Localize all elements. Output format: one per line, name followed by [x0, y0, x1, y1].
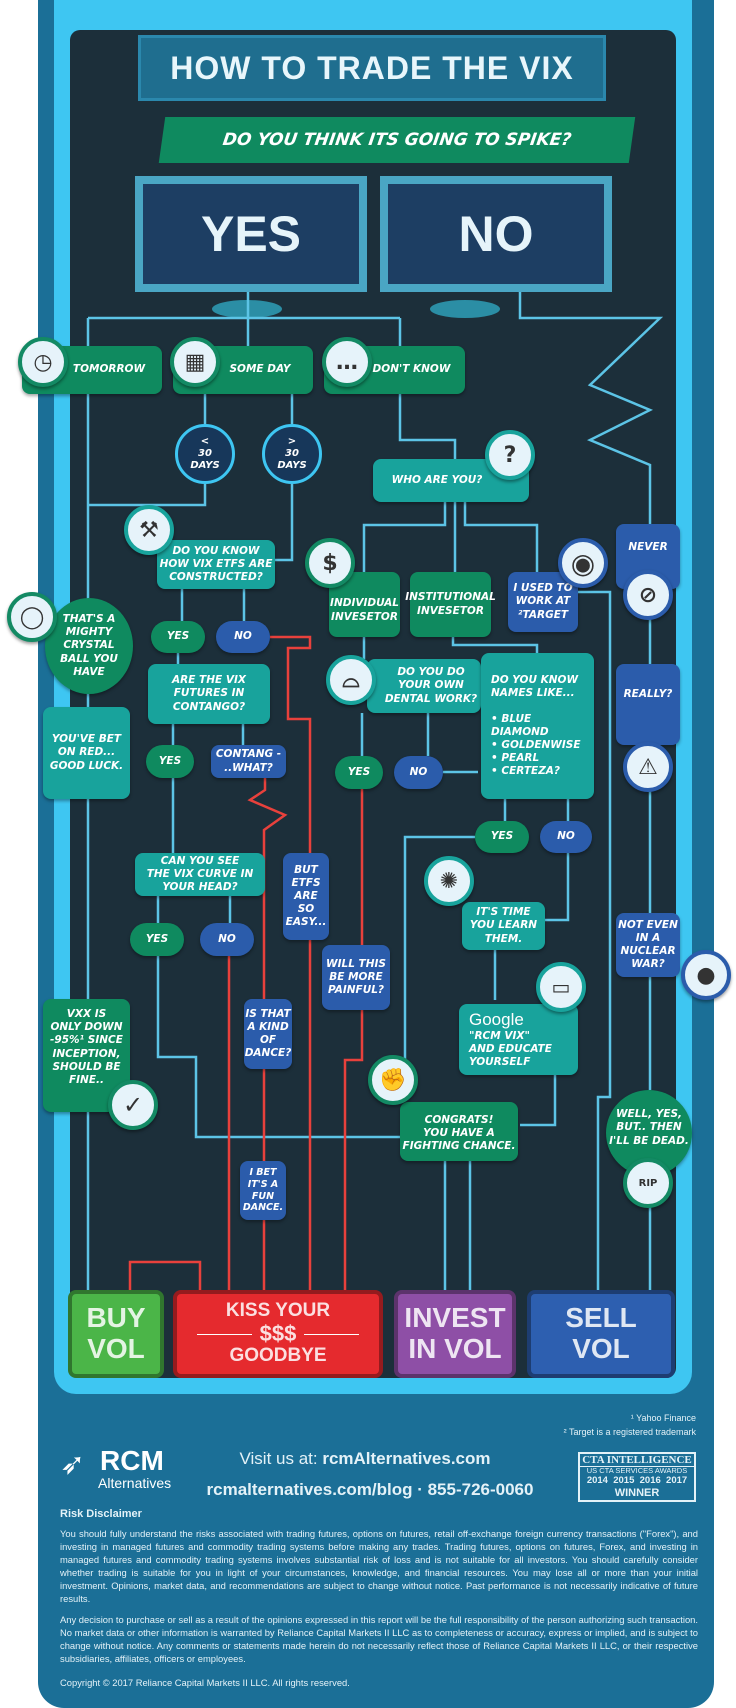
node-fun-dance[interactable]: I BET IT'S A FUN DANCE. [240, 1161, 286, 1220]
outcome-buy-vol[interactable]: BUY VOL [68, 1290, 164, 1378]
footnote-target: ² Target is a registered trademark [563, 1426, 696, 1437]
node-crystal-ball[interactable]: THAT'S A MIGHTY CRYSTAL BALL YOU HAVE [45, 598, 133, 694]
page-title: HOW TO TRADE THE VIX [138, 35, 606, 101]
award-years: 2014 2015 2016 2017 [586, 1474, 688, 1486]
lightbulb-icon: ✺ [424, 856, 474, 906]
dollar-icon: $ [305, 538, 355, 588]
names-no[interactable]: NO [540, 821, 592, 853]
logo-mark-icon: ➶ [60, 1448, 86, 1481]
node-bet-on-red[interactable]: YOU'VE BET ON RED... GOOD LUCK. [43, 707, 130, 799]
node-never[interactable]: NEVER [616, 524, 680, 589]
node-vxx[interactable]: VXX IS ONLY DOWN -95%¹ SINCE INCEPTION, … [43, 999, 130, 1112]
node-congrats[interactable]: CONGRATS! YOU HAVE A FIGHTING CHANCE. [400, 1102, 518, 1161]
names-yes[interactable]: YES [475, 821, 529, 853]
tombstone-icon: RIP [623, 1158, 673, 1208]
node-etfs-easy[interactable]: BUT ETFS ARE SO EASY... [283, 853, 329, 940]
laptop-icon: ▭ [536, 962, 586, 1012]
kiss-line2: $$$ [196, 1320, 360, 1346]
answer-no-monitor[interactable]: NO [380, 176, 612, 292]
dental-yes[interactable]: YES [335, 756, 383, 789]
node-who-are-you[interactable]: WHO ARE YOU? [373, 459, 529, 502]
contango-yes[interactable]: YES [146, 745, 194, 778]
node-more-painful[interactable]: WILL THIS BE MORE PAINFUL? [322, 945, 390, 1010]
boxing-glove-icon: ✊ [368, 1055, 418, 1105]
bomb-icon: ● [681, 950, 731, 1000]
kiss-line3: GOODBYE [229, 1345, 327, 1367]
dental-no[interactable]: NO [394, 756, 443, 789]
copyright: Copyright © 2017 Reliance Capital Market… [60, 1677, 350, 1688]
kiss-line1: KISS YOUR [225, 1300, 331, 1322]
node-dead[interactable]: WELL, YES, BUT.. THEN I'LL BE DEAD. [606, 1090, 692, 1176]
answer-yes-monitor[interactable]: YES [135, 176, 367, 292]
node-institutional-investor[interactable]: INSTITUTIONAL INVESETOR [405, 572, 496, 637]
disclaimer-heading: Risk Disclaimer [60, 1508, 142, 1520]
outcome-kiss-goodbye[interactable]: KISS YOUR $$$ GOODBYE [173, 1290, 383, 1378]
speech-bubble-icon: … [322, 337, 372, 387]
curve-yes[interactable]: YES [130, 923, 184, 956]
google-wordmark: Google [469, 1009, 524, 1029]
warning-icon: ⚠ [623, 742, 673, 792]
divider [304, 1333, 360, 1335]
visit-line: Visit us at: rcmAlternatives.com [200, 1449, 530, 1469]
contango-what[interactable]: CONTANG - ..WHAT? [211, 745, 286, 778]
website-link[interactable]: rcmAlternatives.com [322, 1449, 491, 1468]
monitor-stand [430, 300, 500, 318]
connector-lines [86, 292, 664, 1290]
target-icon: ◉ [558, 538, 608, 588]
rcm-logo[interactable]: ➶ RCM Alternatives [60, 1445, 185, 1495]
award-title: CTA INTELLIGENCE [580, 1454, 694, 1467]
outcome-sell-vol[interactable]: SELL VOL [527, 1290, 675, 1378]
node-really[interactable]: REALLY? [616, 664, 680, 745]
footnotes: ¹ Yahoo Finance ² Target is a registered… [564, 1412, 696, 1439]
logo-main: RCM [100, 1445, 164, 1476]
etfs-yes[interactable]: YES [151, 621, 205, 653]
disclaimer-paragraph-2: Any decision to purchase or sell as a re… [60, 1614, 698, 1664]
outcome-invest-in-vol[interactable]: INVEST IN VOL [394, 1290, 516, 1378]
visit-label: Visit us at: [239, 1449, 323, 1468]
divider [196, 1333, 252, 1335]
node-google[interactable]: Google "RCM VIX" AND EDUCATE YOURSELF [459, 1004, 578, 1075]
award-winner: WINNER [614, 1486, 660, 1499]
contact-line: rcmalternatives.com/blog · 855-726-0060 [206, 1480, 534, 1499]
node-learn-them[interactable]: IT'S TIME YOU LEARN THEM. [462, 902, 545, 950]
node-kind-of-dance[interactable]: IS THAT A KIND OF DANCE? [244, 999, 292, 1069]
node-dental-question[interactable]: DO YOU DO YOUR OWN DENTAL WORK? [367, 659, 481, 713]
ban-icon: ⊘ [623, 570, 673, 620]
node-contango-question[interactable]: ARE THE VIX FUTURES IN CONTANGO? [148, 664, 270, 724]
calendar-icon: ▦ [170, 337, 220, 387]
node-target[interactable]: I USED TO WORK AT ²TARGET [508, 572, 578, 632]
node-more-than-30-days[interactable]: > 30 DAYS [262, 424, 322, 484]
blog-link[interactable]: rcmalternatives.com/blog [206, 1480, 413, 1499]
node-individual-investor[interactable]: INDIVIDUAL INVESETOR [329, 572, 400, 637]
node-nuclear-war[interactable]: NOT EVEN IN A NUCLEAR WAR? [616, 913, 680, 977]
question-mark-icon: ? [485, 430, 535, 480]
award-sub: US CTA SERVICES AWARDS [586, 1466, 688, 1475]
footnote-yahoo: ¹ Yahoo Finance [630, 1413, 696, 1423]
node-vix-curve-question[interactable]: CAN YOU SEE THE VIX CURVE IN YOUR HEAD? [135, 853, 265, 896]
logo-sub: Alternatives [98, 1475, 172, 1491]
blue-connectors [86, 292, 664, 1290]
google-text: "RCM VIX" AND EDUCATE YOURSELF [469, 1029, 552, 1069]
checkmark-icon: ✓ [108, 1080, 158, 1130]
node-less-than-30-days[interactable]: < 30 DAYS [175, 424, 235, 484]
wrench-icon: ⚒ [124, 505, 174, 555]
disclaimer-paragraph-1: You should fully understand the risks as… [60, 1528, 698, 1604]
etfs-no[interactable]: NO [216, 621, 270, 653]
award-badge: CTA INTELLIGENCE US CTA SERVICES AWARDS … [578, 1452, 696, 1502]
curve-no[interactable]: NO [200, 923, 254, 956]
phone-number[interactable]: 855-726-0060 [427, 1480, 534, 1499]
kiss-dollars: $$$ [259, 1320, 297, 1346]
red-connectors [128, 635, 364, 1290]
node-etfs-question[interactable]: DO YOU KNOW HOW VIX ETFS ARE CONSTRUCTED… [157, 540, 275, 589]
crystal-ball-icon: ◯ [7, 592, 57, 642]
alarm-clock-icon: ◷ [18, 337, 68, 387]
node-names-question[interactable]: DO YOU KNOW NAMES LIKE... • BLUE DIAMOND… [481, 653, 594, 799]
tooth-icon: ⌓ [326, 655, 376, 705]
